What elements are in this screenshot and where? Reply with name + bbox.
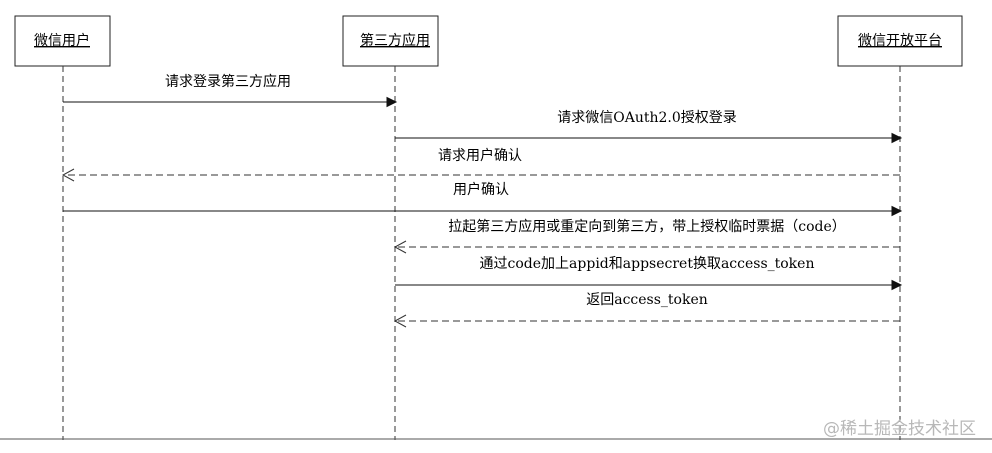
actor-label-app: 第三方应用 <box>360 32 430 49</box>
message-label-1: 请求登录第三方应用 <box>165 73 291 90</box>
arrowhead-1 <box>386 96 398 108</box>
message-label-6: 通过code加上appid和appsecret换取access_token <box>480 255 815 272</box>
arrowhead-5 <box>393 240 407 254</box>
arrowhead-6 <box>891 279 903 291</box>
arrowhead-2 <box>891 132 903 144</box>
watermark-text: @稀土掘金技术社区 <box>823 419 976 439</box>
arrowhead-7 <box>393 314 407 328</box>
actor-box-platform <box>837 15 963 67</box>
arrowhead-3 <box>61 168 75 182</box>
message-label-7: 返回access_token <box>586 292 708 308</box>
message-label-5: 拉起第三方应用或重定向到第三方，带上授权临时票据（code） <box>448 218 846 235</box>
actor-box-user <box>14 15 111 67</box>
message-label-3: 请求用户确认 <box>438 147 522 164</box>
message-label-4: 用户确认 <box>453 181 509 198</box>
actor-label-platform: 微信开放平台 <box>858 33 942 49</box>
arrowhead-4 <box>891 205 903 217</box>
message-label-2: 请求微信OAuth2.0授权登录 <box>557 110 737 126</box>
actor-label-user: 微信用户 <box>34 32 90 49</box>
actor-box-app <box>342 15 439 67</box>
